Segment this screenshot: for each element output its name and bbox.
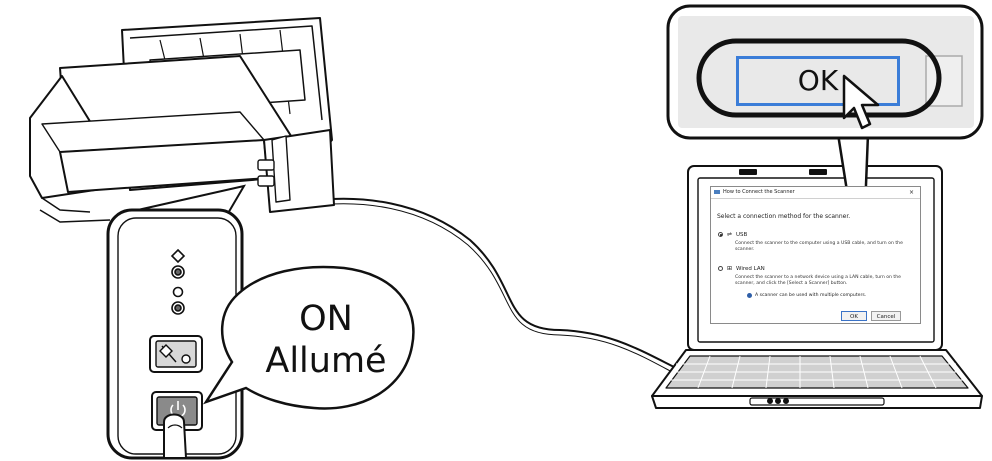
option-wired-lan-label: Wired LAN	[736, 265, 765, 272]
scan-stop-button	[149, 335, 203, 373]
zoomed-ok-button[interactable]: OK	[736, 56, 900, 106]
option-usb[interactable]: ⇌ USB	[718, 231, 747, 238]
radio-usb[interactable]	[718, 232, 723, 237]
dialog-note: A scanner can be used with multiple comp…	[747, 293, 866, 298]
info-icon	[747, 293, 752, 298]
dialog-titlebar: How to Connect the Scanner ×	[711, 187, 920, 199]
usb-icon: ⇌	[727, 231, 733, 238]
option-usb-label: USB	[736, 231, 748, 238]
callout-on: ON	[299, 299, 353, 339]
app-icon	[714, 190, 720, 194]
option-usb-description: Connect the scanner to the computer usin…	[735, 241, 903, 252]
callout-bubble	[202, 265, 415, 410]
ok-highlight-ring	[696, 38, 942, 118]
ok-button[interactable]: OK	[841, 311, 867, 321]
scan-indicator-icon	[170, 248, 186, 279]
network-icon: ⊞	[727, 265, 733, 272]
usb-cable	[317, 197, 677, 369]
radio-wired-lan[interactable]	[718, 266, 723, 271]
finger-icon	[163, 413, 188, 459]
callout-allume: Allumé	[265, 341, 387, 381]
option-wired-lan[interactable]: ⊞ Wired LAN	[718, 265, 765, 272]
mouse-pointer-icon	[842, 74, 880, 130]
dialog-note-text: A scanner can be used with multiple comp…	[755, 293, 867, 298]
stop-indicator-icon	[171, 286, 185, 315]
connect-scanner-dialog: How to Connect the Scanner × Select a co…	[710, 186, 921, 324]
dialog-prompt: Select a connection method for the scann…	[717, 213, 851, 220]
dialog-title: How to Connect the Scanner	[723, 189, 795, 195]
option-wired-lan-description: Connect the scanner to a network device …	[735, 275, 901, 286]
power-on-callout: ON Allumé	[236, 298, 416, 382]
scanner	[29, 17, 335, 223]
cancel-button[interactable]: Cancel	[871, 311, 901, 321]
close-icon[interactable]: ×	[908, 189, 914, 196]
